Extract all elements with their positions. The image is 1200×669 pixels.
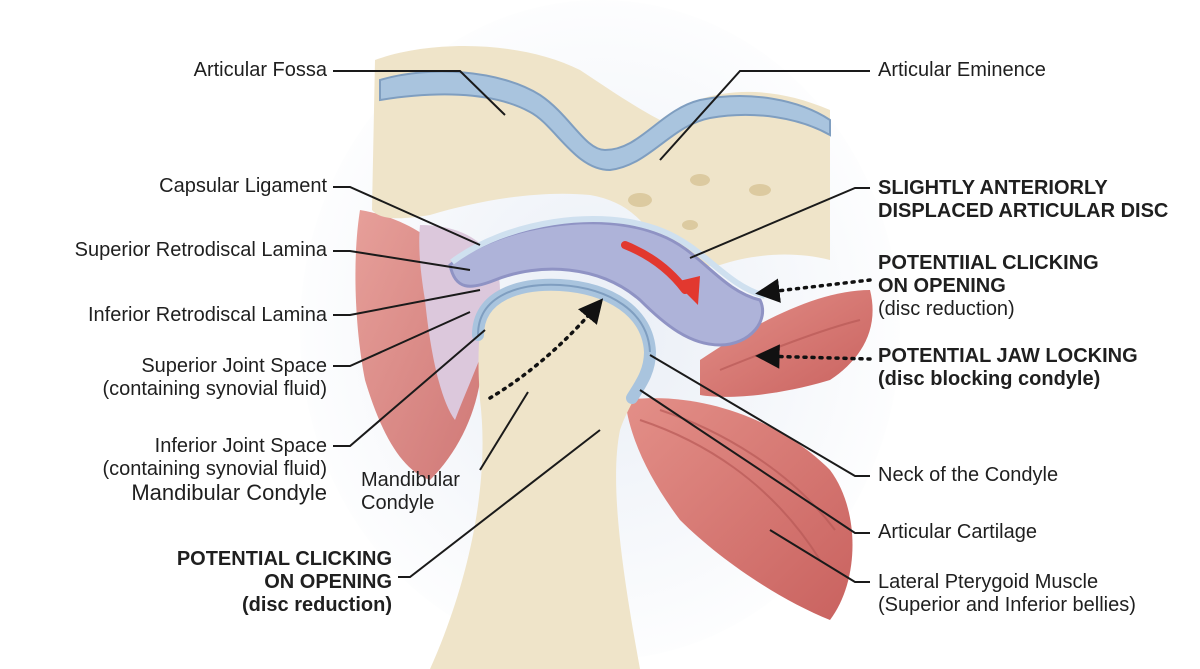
potential-clicking-right-line3: (disc reduction) [878, 298, 1015, 320]
leader-inferior-retrodiscal [333, 289, 481, 316]
potential-clicking-right-line2: ON OPENING [878, 275, 1006, 297]
superior-joint-space-title: Superior Joint Space [141, 355, 327, 377]
leader-lines [333, 70, 870, 583]
leader-lateral-pterygoid [769, 529, 870, 583]
dotted-arrow-jaw-locking [755, 344, 872, 369]
potential-clicking-right-line1: POTENTIIAL CLICKING [878, 252, 1099, 274]
mandibular-condyle-line1: Mandibular [361, 469, 460, 491]
inferior-joint-space-title: Inferior Joint Space [154, 435, 327, 457]
potential-jaw-locking-line1: POTENTIAL JAW LOCKING [878, 345, 1138, 367]
dotted-arrow-clicking-right [755, 278, 872, 303]
label-potential-clicking-right: POTENTIIAL CLICKING ON OPENING (disc red… [878, 252, 1099, 321]
potential-jaw-locking-line2: (disc blocking condyle) [878, 368, 1101, 390]
articular-disc [448, 221, 765, 347]
potential-clicking-bottom-line1: POTENTIAL CLICKING [176, 548, 392, 570]
leader-displaced-disc [689, 187, 870, 259]
superior-joint-space-line [450, 216, 766, 299]
mandibular-condyle-line2: Condyle [361, 492, 435, 514]
displaced-disc-line1: SLIGHTLY ANTERIORLY [878, 177, 1108, 199]
dotted-arrow-clicking-bottom [488, 298, 604, 400]
leader-articular-fossa [333, 70, 506, 116]
leader-inferior-joint-space [333, 329, 486, 447]
label-neck-of-condyle: Neck of the Condyle [878, 464, 1058, 487]
label-mandibular-condyle: Mandibular Condyle [361, 469, 460, 515]
leader-mandibular-condyle [479, 391, 529, 471]
condyle-cartilage-edge [477, 283, 651, 353]
lateral-pterygoid-line1: Lateral Pterygoid Muscle [878, 571, 1099, 593]
leader-articular-eminence [659, 70, 870, 161]
fossa-cortical-layer [379, 70, 831, 172]
label-capsular-ligament: Capsular Ligament [159, 175, 327, 198]
displaced-disc-line2: DISPLACED ARTICULAR DISC [878, 200, 1169, 222]
label-articular-eminence: Articular Eminence [878, 59, 1046, 82]
mandibular-condyle-left-text: Mandibular Condyle [131, 480, 327, 505]
leader-superior-retrodiscal [333, 250, 471, 271]
superior-joint-space-note: (containing synovial fluid) [102, 378, 327, 400]
label-inferior-joint-space: Inferior Joint Space (containing synovia… [102, 435, 327, 504]
leader-capsular-ligament [333, 186, 481, 246]
leader-articular-cartilage [639, 389, 870, 534]
disc-motion-arrowhead [675, 276, 700, 305]
potential-clicking-bottom-line3: (disc reduction) [241, 594, 392, 616]
articular-eminence-text: Articular Eminence [878, 59, 1046, 81]
label-inferior-retrodiscal-lamina: Inferior Retrodiscal Lamina [88, 304, 327, 327]
articular-fossa-text: Articular Fossa [193, 59, 327, 81]
label-superior-joint-space: Superior Joint Space (containing synovia… [102, 355, 327, 401]
superior-retrodiscal-lamina-text: Superior Retrodiscal Lamina [74, 239, 327, 261]
lateral-pterygoid-lower [625, 398, 853, 620]
label-superior-retrodiscal-lamina: Superior Retrodiscal Lamina [75, 239, 327, 262]
capsular-ligament-text: Capsular Ligament [159, 175, 327, 197]
label-articular-fossa: Articular Fossa [194, 59, 327, 82]
inferior-retrodiscal-lamina-text: Inferior Retrodiscal Lamina [88, 304, 327, 326]
label-articular-cartilage: Articular Cartilage [878, 521, 1037, 544]
neck-of-condyle-text: Neck of the Condyle [878, 464, 1059, 486]
inferior-joint-space-note: (containing synovial fluid) [102, 458, 327, 480]
label-displaced-disc: SLIGHTLY ANTERIORLY DISPLACED ARTICULAR … [878, 177, 1168, 223]
label-potential-clicking-bottom: POTENTIAL CLICKING ON OPENING (disc redu… [177, 548, 392, 617]
bone-trabeculae [628, 174, 771, 230]
leader-potential-clicking-bottom [398, 429, 601, 578]
leader-superior-joint-space [333, 311, 471, 367]
potential-clicking-bottom-line2: ON OPENING [264, 571, 392, 593]
leader-neck-of-condyle [649, 354, 870, 477]
articular-cartilage-text: Articular Cartilage [878, 521, 1037, 543]
label-potential-jaw-locking: POTENTIAL JAW LOCKING (disc blocking con… [878, 345, 1138, 391]
label-lateral-pterygoid: Lateral Pterygoid Muscle (Superior and I… [878, 571, 1136, 617]
lateral-pterygoid-line2: (Superior and Inferior bellies) [878, 594, 1136, 616]
